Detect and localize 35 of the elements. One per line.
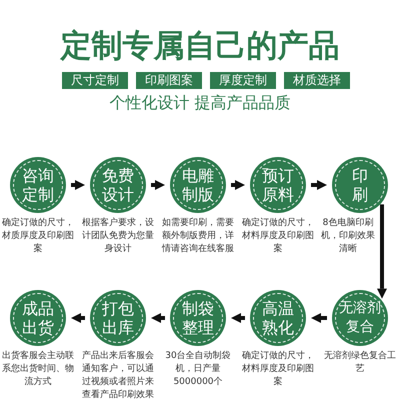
step-title: 高温熟化 — [262, 299, 294, 337]
subtitle: 个性化设计 提高产品品质 — [108, 93, 292, 113]
arrow — [231, 180, 245, 190]
step-title: 电雕制版 — [182, 166, 214, 204]
step-description: 根据客户要求，设计团队免费为您量身设计 — [81, 217, 155, 256]
step-description: 出货客服会主动联系您出货时间、物流方式 — [1, 350, 75, 389]
step-description: 如需要印刷，需要额外制版费用，详情请咨询在线客服 — [160, 217, 235, 256]
arrow — [231, 313, 245, 323]
step-title: 成品出货 — [22, 299, 54, 337]
arrow — [71, 180, 85, 190]
step-description: 产品出来后客服会通知客户，可以通过视频或者照片来查看产品印刷效果 — [81, 350, 155, 400]
arrow — [377, 204, 387, 299]
arrow — [151, 180, 165, 190]
step-description: 8色电脑印刷机，印刷效果清晰 — [320, 217, 376, 256]
step-description: 确定订做的尺寸，材质厚度及印刷图案 — [1, 217, 75, 256]
step-description: 确定订做的尺寸，材料厚度及印刷图案 — [241, 350, 315, 389]
step-title: 印刷 — [352, 166, 368, 204]
arrow — [311, 180, 327, 190]
title: 定制专属自己的产品 — [59, 28, 340, 64]
tag-box: 厚度定制 — [210, 72, 276, 89]
arrow — [71, 313, 85, 323]
step-title: 制袋整理 — [182, 299, 214, 337]
step-description: 30台全自动制袋机，日产量5000000个 — [164, 350, 232, 389]
step-description: 确定订做的尺寸，材料厚度及印刷图案 — [241, 217, 315, 256]
step-title: 免费设计 — [102, 166, 134, 204]
step-title: 打包出库 — [102, 299, 134, 337]
step-description: 无溶剂绿色复合工艺 — [323, 350, 397, 376]
tag-box: 材质选择 — [284, 72, 350, 89]
tag-box: 尺寸定制 — [62, 72, 128, 89]
step-title: 咨询定制 — [22, 166, 54, 204]
arrow — [311, 313, 327, 323]
step-title: 预订原料 — [262, 166, 294, 204]
step-title: 无溶剂复合 — [338, 299, 382, 337]
tag-box: 印刷图案 — [136, 72, 202, 89]
arrow — [151, 313, 165, 323]
